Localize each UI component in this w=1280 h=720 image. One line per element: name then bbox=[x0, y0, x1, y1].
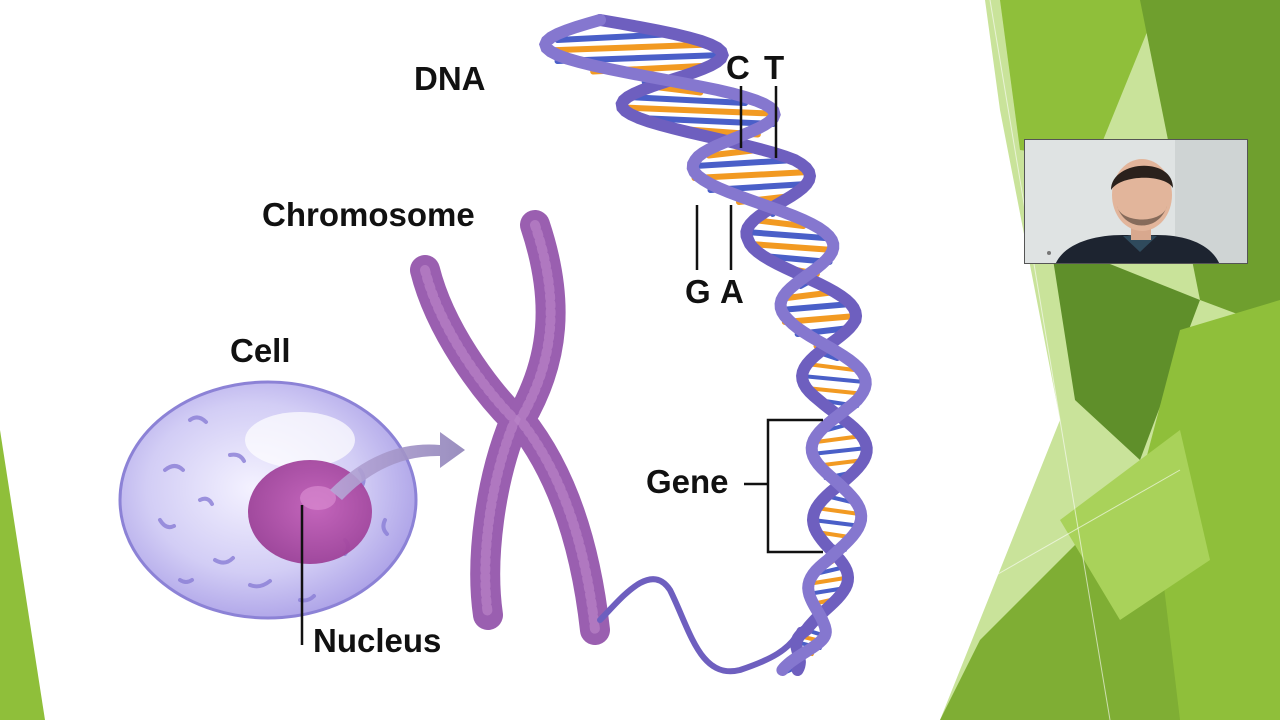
chromosome-label: Chromosome bbox=[262, 196, 475, 233]
cell-highlight bbox=[245, 412, 355, 468]
base-a-label: A bbox=[720, 273, 744, 310]
base-pair-rung bbox=[624, 94, 749, 106]
dna-helix bbox=[538, 14, 873, 676]
base-pair-rung bbox=[619, 104, 774, 117]
gene-label: Gene bbox=[646, 463, 729, 500]
dna-backbone-strand bbox=[594, 14, 873, 676]
zoom-arrow bbox=[330, 432, 465, 500]
base-pair-rung bbox=[804, 386, 867, 396]
nucleus-label: Nucleus bbox=[313, 622, 441, 659]
cell-label: Cell bbox=[230, 332, 291, 369]
presenter-video-frame bbox=[1025, 140, 1247, 263]
presenter-webcam bbox=[1024, 139, 1248, 264]
base-pair-rung bbox=[747, 241, 837, 253]
base-pair-rung bbox=[692, 157, 798, 169]
base-t-label: T bbox=[764, 49, 784, 86]
base-pair-rung bbox=[691, 169, 812, 181]
chromosome-illustration bbox=[410, 210, 803, 675]
base-pair-rung bbox=[814, 506, 862, 516]
base-pair-rung bbox=[808, 575, 851, 586]
base-pair-rung bbox=[743, 229, 828, 241]
dna-backbone-strand bbox=[538, 14, 872, 676]
base-pair-rung bbox=[814, 434, 864, 444]
base-pair-rung bbox=[800, 374, 867, 384]
base-g-label: G bbox=[685, 273, 711, 310]
cell-illustration bbox=[118, 380, 418, 620]
base-pair-rung bbox=[805, 362, 857, 372]
base-pair-rung bbox=[777, 301, 854, 313]
base-pair-rung bbox=[809, 446, 869, 456]
base-c-label: C bbox=[726, 49, 750, 86]
label-leaders bbox=[300, 86, 823, 645]
base-pair-rung bbox=[542, 41, 714, 54]
dna-label: DNA bbox=[414, 60, 486, 97]
dna-strand-tail bbox=[597, 576, 803, 675]
